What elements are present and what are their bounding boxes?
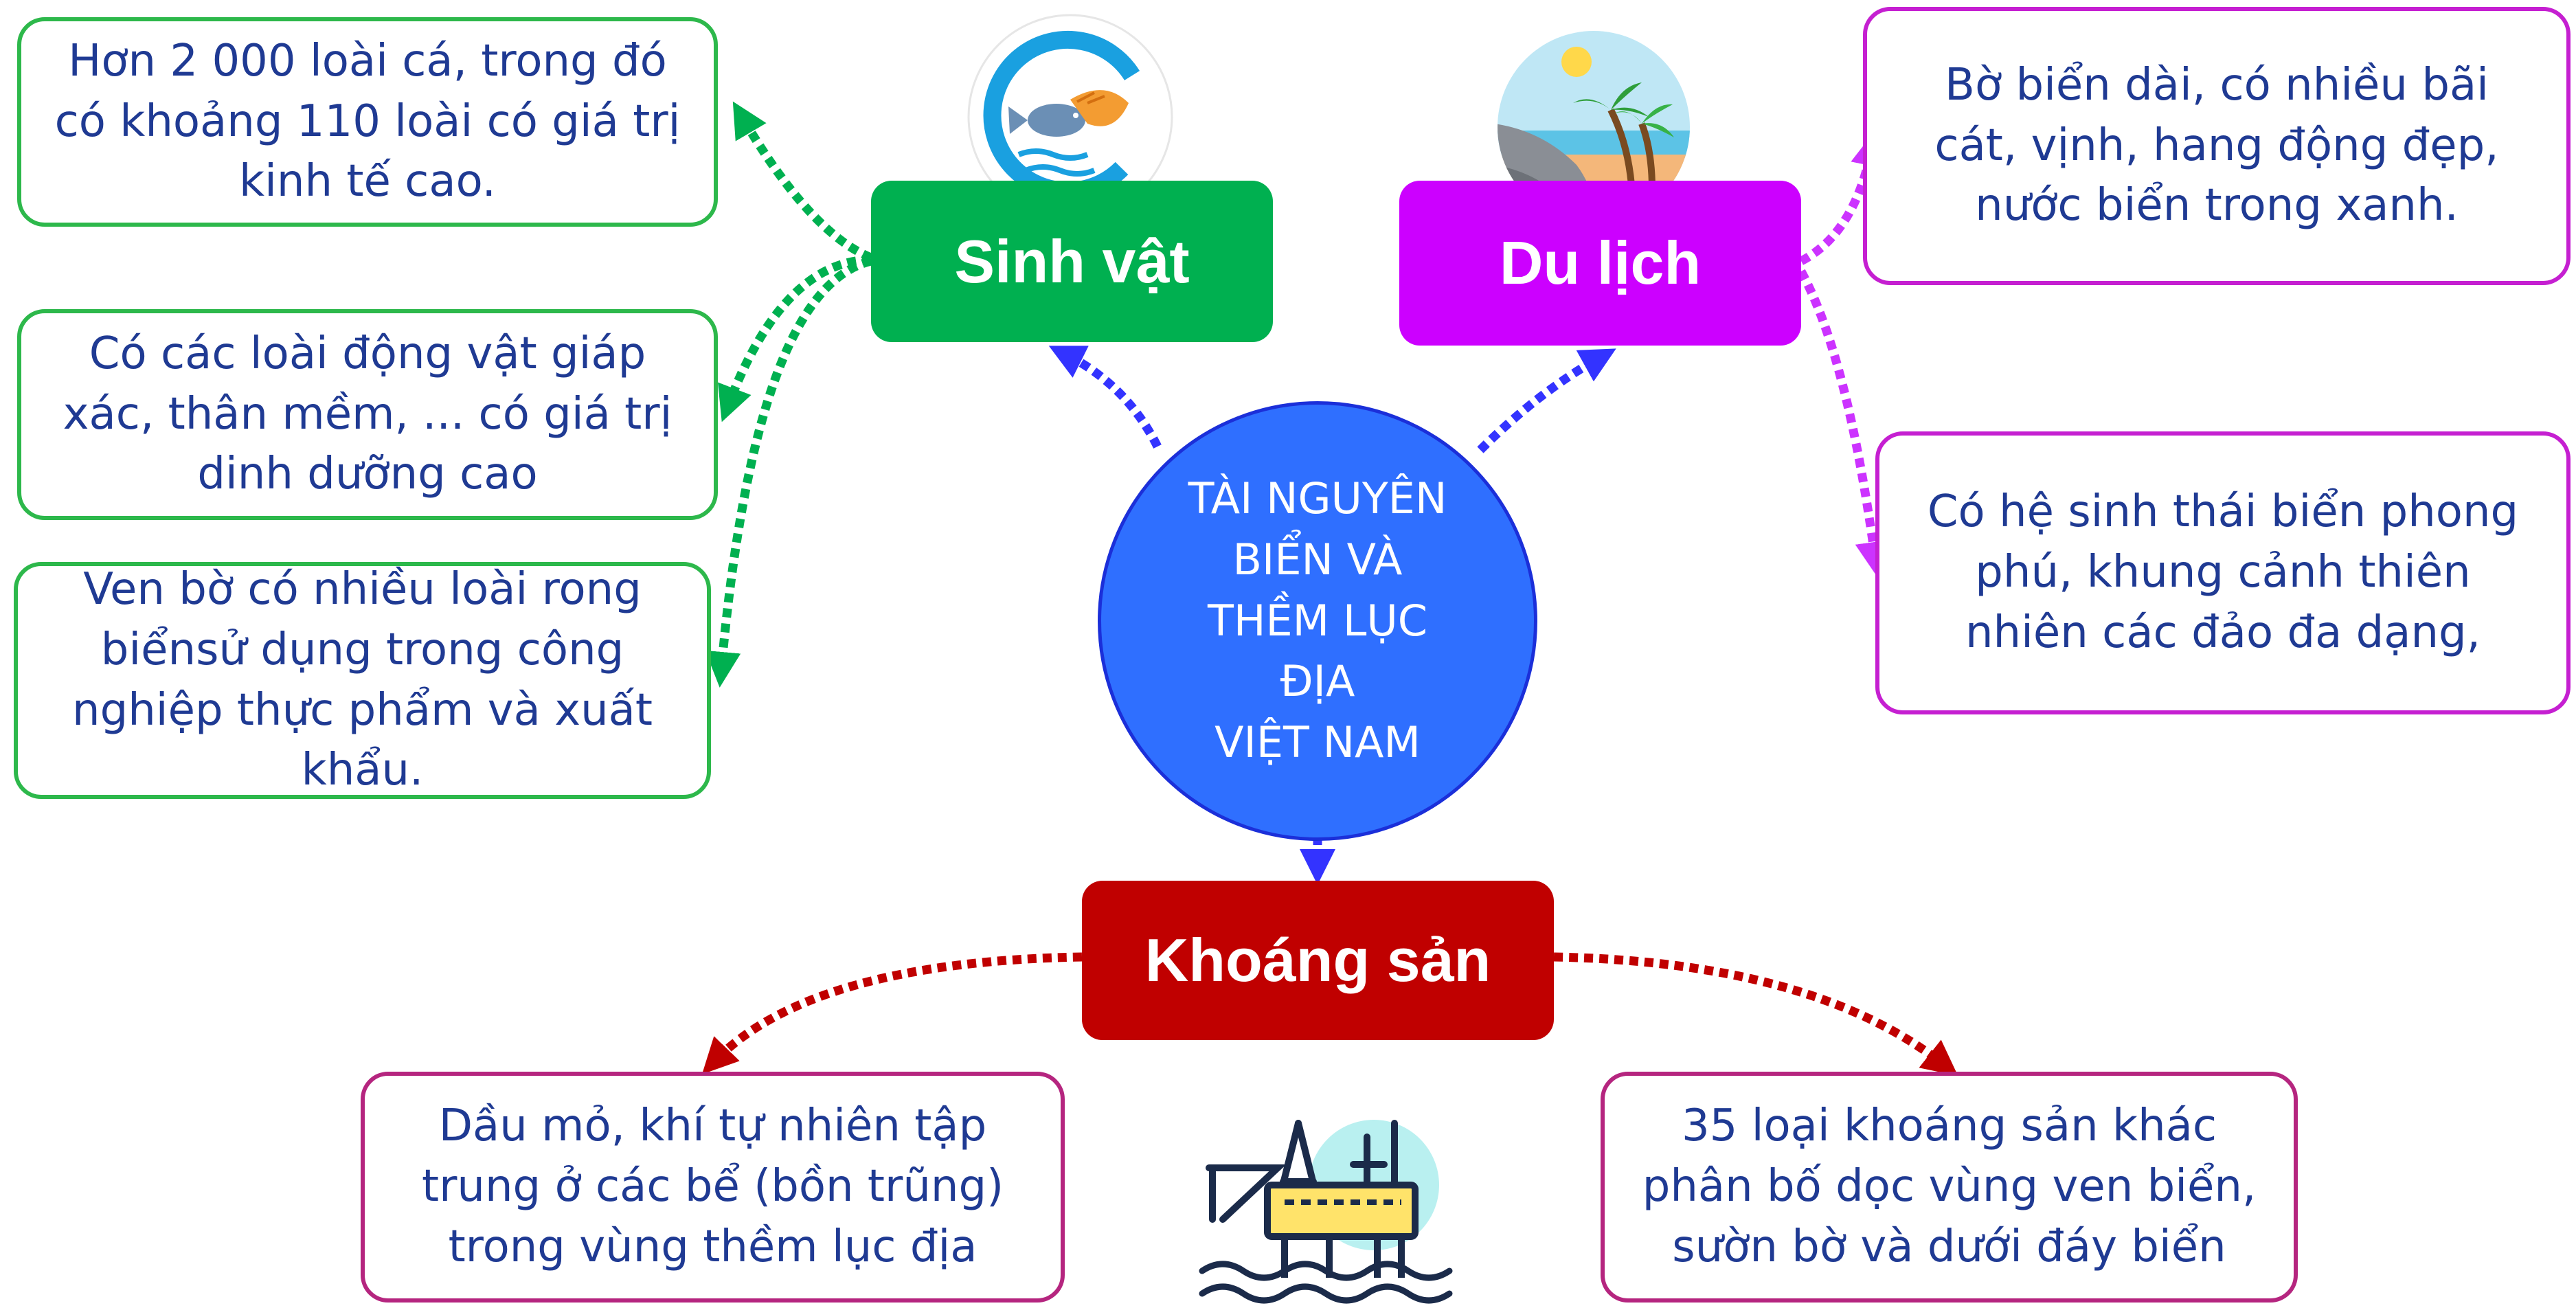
bio-note-3: Ven bờ có nhiều loài rong biểnsử dụng tr…	[14, 562, 711, 799]
category-tourism: Du lịch	[1399, 181, 1801, 346]
category-minerals: Khoáng sản	[1082, 881, 1554, 1040]
center-line-2: BIỂN VÀ	[1232, 534, 1403, 585]
bio-note-3-text: Ven bờ có nhiều loài rong biểnsử dụng tr…	[72, 564, 653, 796]
center-topic: TÀI NGUYÊN BIỂN VÀ THỀM LỤC ĐỊA VIỆT NAM	[1098, 401, 1537, 841]
tourism-note-1-text: Bờ biển dài, có nhiều bãi cát, vịnh, han…	[1934, 59, 2499, 232]
bio-note-2: Có các loài động vật giáp xác, thân mềm,…	[17, 309, 718, 520]
mineral-note-2-text: 35 loại khoáng sản khác phân bố dọc vùng…	[1642, 1101, 2257, 1272]
center-line-4: ĐỊA	[1280, 656, 1355, 707]
center-line-3: THỀM LỤC	[1207, 595, 1428, 646]
bio-note-2-text: Có các loài động vật giáp xác, thân mềm,…	[63, 328, 673, 500]
arrow-mineral-note-1	[701, 952, 1083, 1074]
oil-rig-icon	[1199, 1120, 1453, 1304]
tourism-note-1: Bờ biển dài, có nhiều bãi cát, vịnh, han…	[1863, 7, 2571, 285]
arrow-tourism-note-2	[1797, 269, 1891, 578]
bio-note-1: Hơn 2 000 loài cá, trong đó có khoảng 11…	[17, 17, 718, 227]
mineral-note-1: Dầu mỏ, khí tự nhiên tập trung ở các bể …	[361, 1072, 1065, 1303]
arrow-mineral-note-2	[1553, 952, 1958, 1076]
category-minerals-label: Khoáng sản	[1144, 926, 1491, 994]
arrow-bio-note-1	[732, 101, 873, 262]
tourism-note-2-text: Có hệ sinh thái biển phong phú, khung cả…	[1927, 486, 2519, 658]
arrow-center-to-bio	[1048, 346, 1162, 449]
mineral-note-1-text: Dầu mỏ, khí tự nhiên tập trung ở các bể …	[421, 1101, 1004, 1272]
tourism-note-2: Có hệ sinh thái biển phong phú, khung cả…	[1875, 431, 2571, 714]
arrow-tourism-note-1	[1798, 130, 1886, 265]
arrow-center-to-tourism	[1477, 348, 1616, 453]
mineral-note-2: 35 loại khoáng sản khác phân bố dọc vùng…	[1601, 1072, 2298, 1303]
category-bio-label: Sinh vật	[954, 227, 1190, 295]
arrow-bio-note-3	[705, 256, 872, 688]
center-line-5: VIỆT NAM	[1214, 717, 1421, 767]
arrow-bio-note-2	[717, 255, 872, 422]
category-bio: Sinh vật	[871, 181, 1273, 342]
center-line-1: TÀI NGUYÊN	[1188, 473, 1447, 524]
category-tourism-label: Du lịch	[1499, 229, 1702, 297]
bio-note-1-text: Hơn 2 000 loài cá, trong đó có khoảng 11…	[54, 35, 681, 207]
